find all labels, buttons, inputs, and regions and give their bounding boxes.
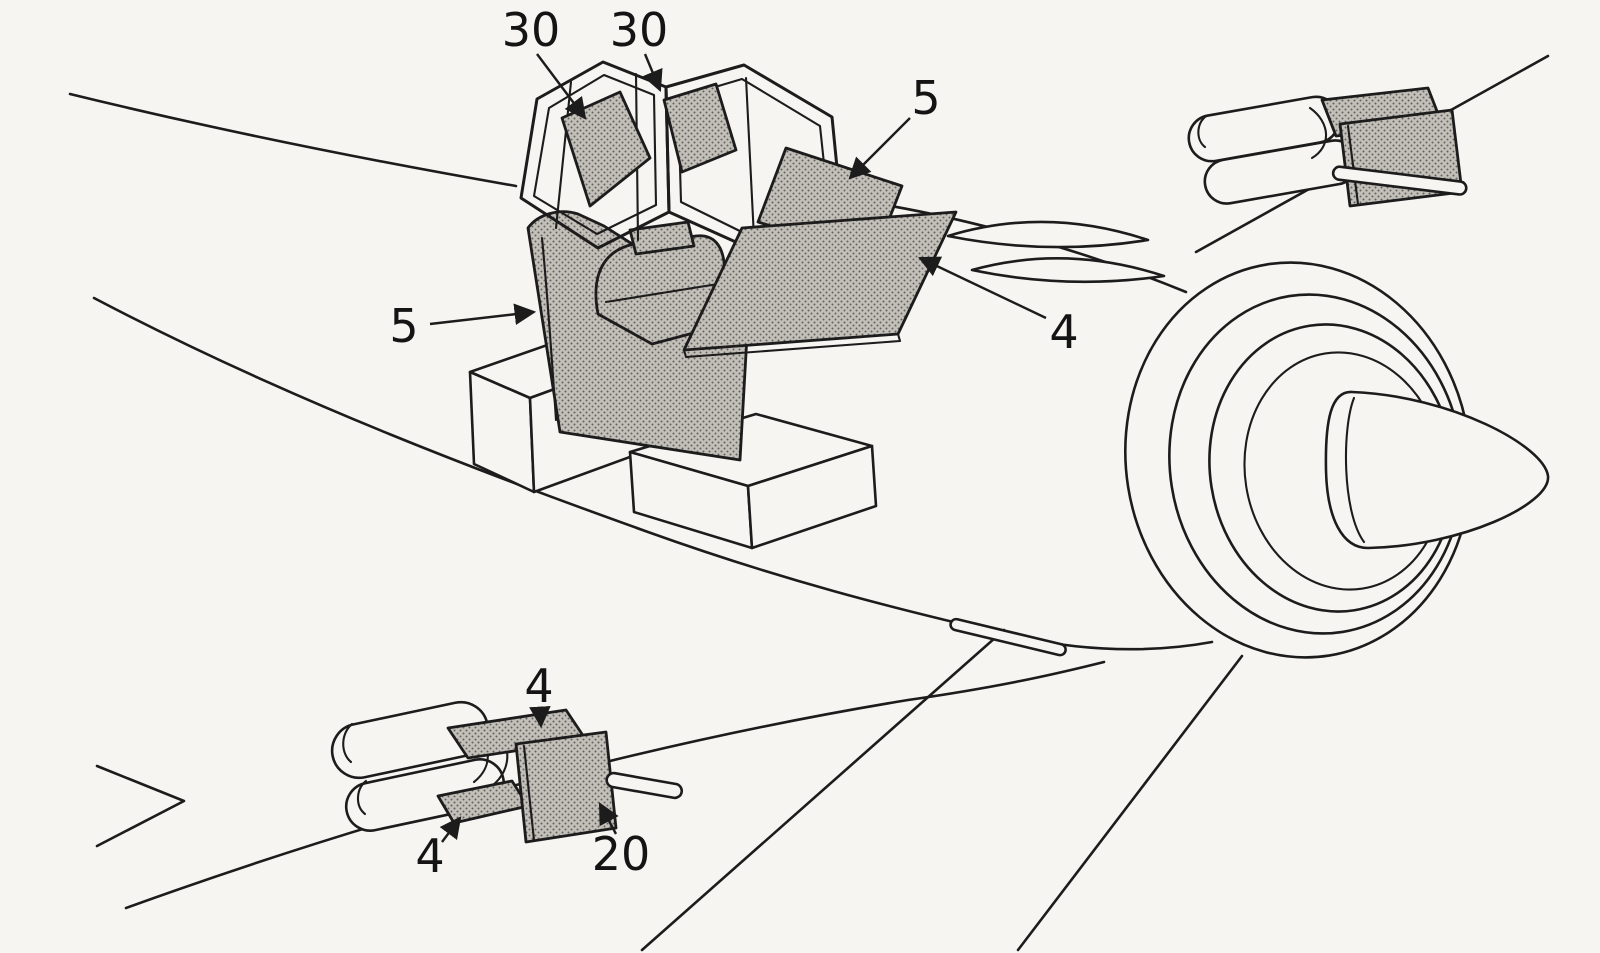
spinner-base-arc: [1344, 396, 1366, 544]
box-b-right: [746, 444, 878, 550]
lower-wing-line-3: [1016, 654, 1244, 952]
gun-trough-lower: [970, 257, 1166, 284]
armor-plate-30-left: [560, 90, 652, 208]
cockpit-canopy: [519, 60, 842, 254]
callout-label-4-gun-lower: 4: [415, 829, 444, 883]
armor-plate-30-right: [662, 82, 738, 174]
windscreen-frame-inner: [532, 73, 658, 236]
callout-label-20: 20: [592, 827, 651, 881]
cylinder-3-end-arc: [1197, 114, 1208, 149]
leader-5-right: [848, 117, 911, 180]
gun-barrel-upper: [1331, 165, 1468, 196]
gun-barrel-lower: [605, 771, 684, 800]
canopy-hood-mullion: [744, 76, 756, 240]
leader-lines: [429, 53, 1047, 843]
cylinder-2-end-arc: [356, 779, 368, 816]
wing-root-line: [92, 296, 1006, 636]
gun-trough-upper: [946, 220, 1150, 249]
armor-plate-gun-side-edge: [1346, 124, 1360, 206]
leader-20: [598, 802, 619, 835]
callout-label-5-left: 5: [389, 299, 418, 353]
callout-label-4-gun-top: 4: [524, 659, 553, 713]
cockpit-armor-right: [682, 146, 958, 359]
fuselage-top-line: [68, 92, 518, 188]
windscreen-mullion-1: [554, 80, 573, 230]
lower-wing-line-2: [640, 628, 1006, 952]
callout-label-4-right: 4: [1049, 305, 1078, 359]
cylinder-1-end-arc: [342, 722, 354, 764]
leader-30-left: [536, 53, 587, 120]
armor-plate-20: [514, 730, 618, 844]
gun-breech-cylinder-2: [344, 758, 506, 832]
engine-cowling: [1124, 261, 1550, 659]
armor-plate-4-horizontal: [682, 210, 958, 352]
gun-detail-upper: [1187, 86, 1468, 208]
airframe-linework: [68, 54, 1550, 952]
gun-detail-lower: [330, 700, 684, 844]
seat-back-line: [604, 282, 720, 304]
armor-plate-4-thickness: [682, 332, 902, 359]
armor-plate-20-edge: [522, 744, 536, 842]
leader-4-right: [918, 256, 1047, 320]
leader-5-left: [429, 303, 537, 326]
callout-labels: 30 30 5 4 5 4 4 20: [389, 3, 1078, 883]
callout-label-30-left: 30: [502, 3, 561, 57]
callout-label-5-right: 5: [911, 71, 940, 125]
leader-4-gun-top: [529, 705, 551, 729]
seat-headrest: [628, 220, 696, 256]
wingtip-sliver: [95, 764, 186, 848]
breech-curve-3: [1308, 106, 1328, 160]
leader-30-right: [642, 53, 663, 92]
callout-label-30-right: 30: [610, 3, 669, 57]
propeller-spinner: [1324, 390, 1550, 550]
armor-plate-5-left-edge: [540, 236, 558, 422]
lower-wing-line-1: [124, 660, 1106, 910]
pitot-rod: [949, 617, 1067, 657]
leader-4-gun-lower: [439, 816, 462, 843]
